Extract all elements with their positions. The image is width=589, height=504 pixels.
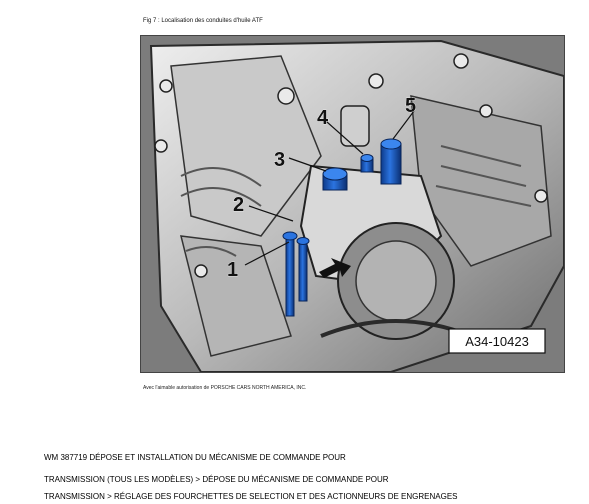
procedure-title: WM 387719 DÉPOSE ET INSTALLATION DU MÉCA… bbox=[44, 453, 346, 462]
reference-code: A34-10423 bbox=[465, 334, 529, 349]
callout-1: 1 bbox=[227, 259, 238, 281]
callout-2: 2 bbox=[233, 194, 244, 216]
figure-caption: Fig 7 : Localisation des conduites d'hui… bbox=[143, 18, 263, 24]
callout-5: 5 bbox=[405, 95, 416, 117]
callout-4: 4 bbox=[317, 107, 329, 129]
callout-3: 3 bbox=[274, 149, 285, 171]
breadcrumb-line-1: TRANSMISSION (TOUS LES MODÈLES) > DÉPOSE… bbox=[44, 475, 389, 484]
breadcrumb-line-2: TRANSMISSION > RÉGLAGE DES FOURCHETTES D… bbox=[44, 492, 458, 501]
image-credit: Avec l'aimable autorisation de PORSCHE C… bbox=[143, 385, 307, 391]
transmission-illustration: 1 2 3 4 5 A34-10423 bbox=[140, 35, 565, 373]
